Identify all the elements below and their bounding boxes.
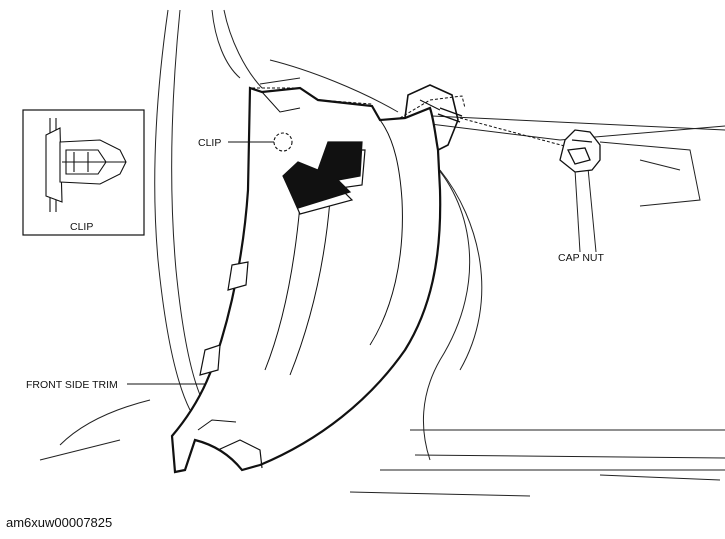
clip-detail-icon bbox=[45, 118, 127, 212]
clip-label: CLIP bbox=[198, 137, 221, 149]
cap-nut-mount-marker bbox=[437, 107, 463, 123]
inset-clip-label: CLIP bbox=[70, 221, 93, 233]
clip-location-circle bbox=[273, 132, 293, 152]
document-id: am6xuw00007825 bbox=[6, 515, 113, 530]
clip-detail-inset: CLIP bbox=[22, 109, 145, 236]
front-side-trim-label: FRONT SIDE TRIM bbox=[26, 379, 118, 391]
hidden-outline-dashed bbox=[252, 87, 573, 149]
cap-nut-label: CAP NUT bbox=[558, 252, 604, 264]
removal-direction-arrow bbox=[282, 141, 366, 215]
vehicle-body-outline bbox=[39, 9, 725, 497]
front-side-trim-panel bbox=[170, 84, 459, 474]
cap-nut-icon bbox=[559, 129, 601, 173]
